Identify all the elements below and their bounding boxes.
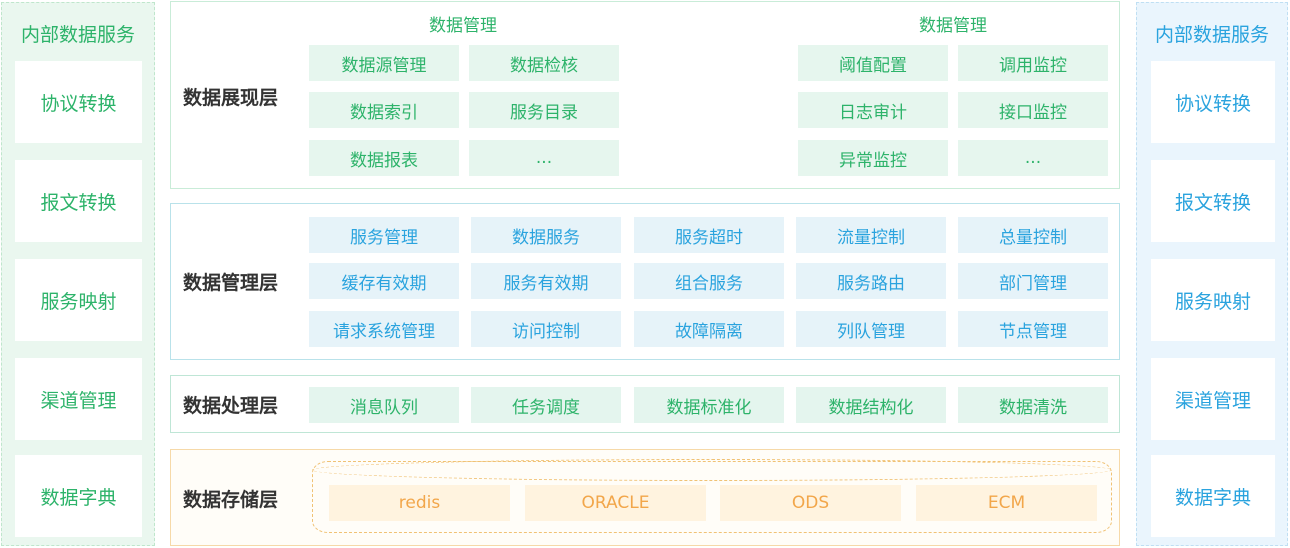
- management-cell: 列队管理: [796, 311, 946, 347]
- management-cell: 总量控制: [958, 217, 1108, 253]
- left-panel-item: 数据字典: [15, 455, 142, 537]
- presentation-layer-title: 数据展现层: [183, 86, 279, 109]
- storage-cell: ORACLE: [525, 485, 706, 521]
- presentation-left-group-title: 数据管理: [429, 15, 497, 36]
- management-cell: 流量控制: [796, 217, 946, 253]
- right-panel-item: 协议转换: [1151, 61, 1275, 143]
- processing-cell: 数据清洗: [958, 387, 1108, 423]
- presentation-cell: 服务目录: [469, 92, 619, 128]
- storage-cell: ODS: [720, 485, 901, 521]
- processing-cell: 任务调度: [471, 387, 621, 423]
- management-cell: 节点管理: [958, 311, 1108, 347]
- storage-cell: redis: [329, 485, 510, 521]
- right-panel-title: 内部数据服务: [1154, 23, 1269, 46]
- left-panel-title: 内部数据服务: [20, 23, 135, 46]
- left-panel-item: 报文转换: [15, 160, 142, 242]
- management-cell: 访问控制: [471, 311, 621, 347]
- presentation-cell: ...: [958, 140, 1108, 176]
- right-panel-item: 数据字典: [1151, 455, 1275, 537]
- presentation-cell: ...: [469, 140, 619, 176]
- left-side-panel: 内部数据服务 协议转换 报文转换 服务映射 渠道管理 数据字典: [1, 2, 155, 546]
- left-panel-item: 协议转换: [15, 61, 142, 143]
- presentation-cell: 阈值配置: [798, 45, 948, 81]
- left-panel-item: 服务映射: [15, 259, 142, 341]
- processing-layer-title: 数据处理层: [183, 394, 279, 417]
- presentation-cell: 接口监控: [958, 92, 1108, 128]
- processing-cell: 消息队列: [309, 387, 459, 423]
- storage-cell: ECM: [916, 485, 1097, 521]
- presentation-cell: 调用监控: [958, 45, 1108, 81]
- presentation-cell: 数据源管理: [309, 45, 459, 81]
- presentation-cell: 异常监控: [798, 140, 948, 176]
- right-panel-item: 报文转换: [1151, 160, 1275, 242]
- management-cell: 服务超时: [634, 217, 784, 253]
- management-cell: 部门管理: [958, 263, 1108, 299]
- presentation-cell: 数据报表: [309, 140, 459, 176]
- processing-cell: 数据标准化: [634, 387, 784, 423]
- management-cell: 组合服务: [634, 263, 784, 299]
- management-cell: 服务管理: [309, 217, 459, 253]
- presentation-cell: 日志审计: [798, 92, 948, 128]
- management-cell: 故障隔离: [634, 311, 784, 347]
- management-cell: 请求系统管理: [309, 311, 459, 347]
- storage-layer-title: 数据存储层: [183, 488, 279, 511]
- right-side-panel: 内部数据服务 协议转换 报文转换 服务映射 渠道管理 数据字典: [1136, 2, 1288, 546]
- presentation-cell: 数据索引: [309, 92, 459, 128]
- left-panel-item: 渠道管理: [15, 358, 142, 440]
- management-cell: 服务路由: [796, 263, 946, 299]
- right-panel-item: 渠道管理: [1151, 358, 1275, 440]
- presentation-right-group-title: 数据管理: [919, 15, 987, 36]
- right-panel-item: 服务映射: [1151, 259, 1275, 341]
- management-cell: 数据服务: [471, 217, 621, 253]
- management-cell: 服务有效期: [471, 263, 621, 299]
- presentation-cell: 数据检核: [469, 45, 619, 81]
- database-cylinder-top: [312, 459, 1112, 481]
- management-layer-title: 数据管理层: [183, 271, 279, 294]
- processing-cell: 数据结构化: [796, 387, 946, 423]
- management-cell: 缓存有效期: [309, 263, 459, 299]
